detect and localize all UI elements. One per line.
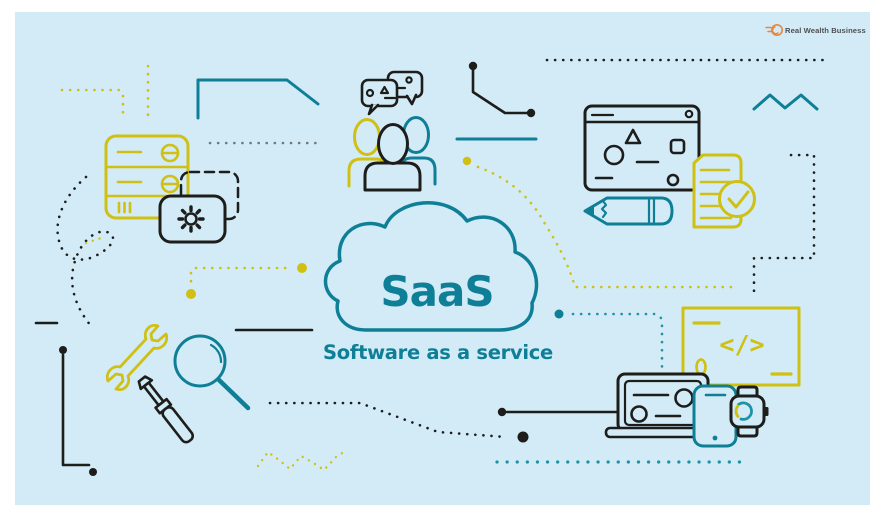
gear-badge-icon: [158, 170, 240, 244]
chat-bubbles-icon: [360, 70, 424, 116]
saas-title: SaaS: [380, 267, 493, 316]
team-people-icon: [347, 116, 437, 192]
chat-bubble-left: [360, 78, 399, 116]
magnifier-icon: [173, 334, 251, 411]
screwdriver-icon: [137, 375, 195, 444]
dotted-connectors: [34, 58, 825, 476]
person-center: [363, 123, 422, 192]
wavy-dotted-path: [256, 448, 349, 472]
gear-icon: [177, 205, 205, 233]
cloud-shape: SaaS: [323, 201, 539, 332]
laptop-icon: [604, 372, 714, 439]
check-circle-icon: [718, 180, 756, 218]
saas-subtitle: Software as a service: [323, 341, 553, 364]
person-left: [347, 118, 389, 188]
brand-logo[interactable]: Real Wealth Business: [765, 23, 866, 36]
code-text: </>: [719, 330, 764, 359]
pencil-icon: [583, 196, 674, 226]
teal-corner-line: [196, 78, 320, 120]
zigzag-decoration: [752, 93, 819, 111]
swirl-dotted-path: [56, 175, 115, 328]
smartwatch-icon: [729, 385, 769, 438]
coin-rocket-icon: [765, 23, 783, 36]
wrench-icon: [105, 323, 169, 392]
browser-window-icon: [583, 104, 701, 192]
brand-logo-text: Real Wealth Business: [785, 26, 866, 35]
window-dot: [684, 109, 694, 119]
checklist-document-icon: [692, 153, 756, 229]
